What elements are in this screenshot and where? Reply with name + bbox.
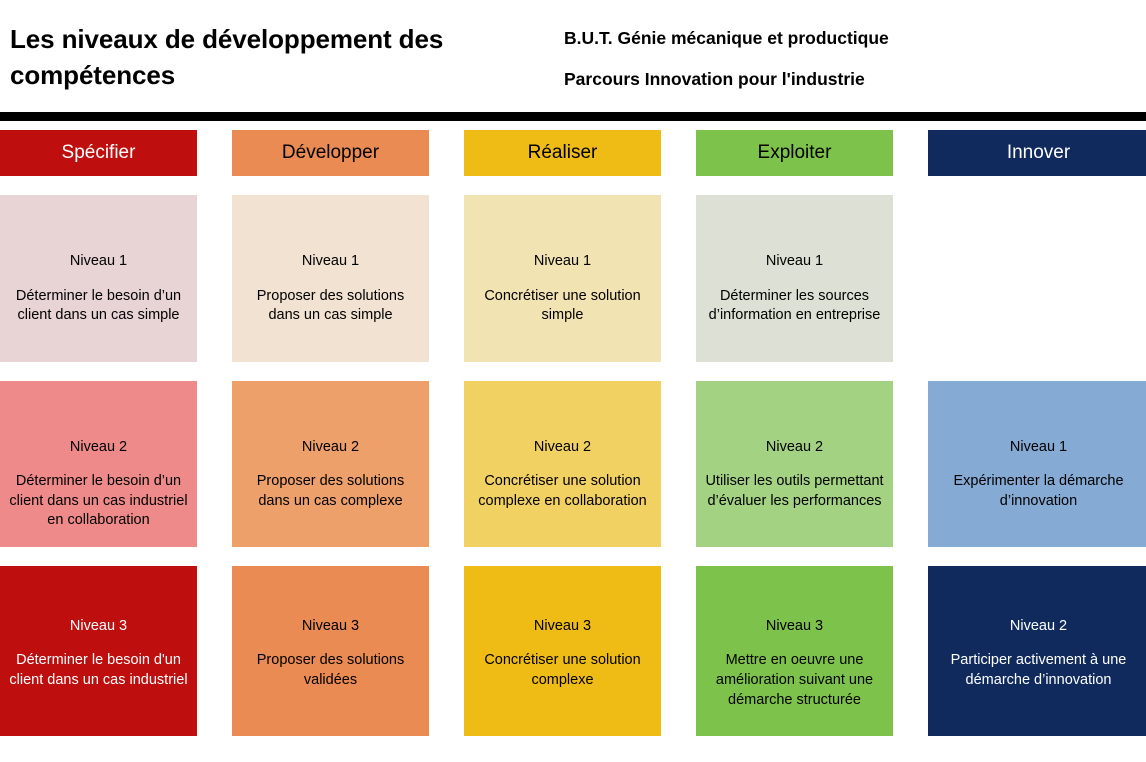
cell-level-label: Niveau 1 [533, 253, 592, 270]
cell-description: Déterminer le besoin d'un client dans un… [9, 652, 188, 688]
competency-cell-realiser-row1[interactable]: Niveau 1 Concrétiser une solution simple [464, 195, 661, 362]
cell-level-label: Niveau 1 [301, 253, 360, 270]
cell-level-label: Niveau 1 [1009, 438, 1068, 455]
competency-cell-innover-row3[interactable]: Niveau 2 Participer activement à une déma… [928, 565, 1146, 736]
cell-level-label: Niveau 3 [301, 617, 360, 634]
cell-level-label: Niveau 2 [765, 438, 824, 455]
cell-level-label: Niveau 3 [765, 617, 824, 634]
cell-description: Déterminer les sources d’information en … [708, 287, 881, 324]
competency-cell-exploiter-row2[interactable]: Niveau 2 Utiliser les outils permettant d… [696, 380, 893, 547]
column-header-innover[interactable]: Innover [928, 130, 1146, 177]
cell-description: Proposer des solutions dans un cas compl… [256, 473, 405, 509]
competency-cell-innover-row2[interactable]: Niveau 1 Expérimenter la démarche d’innov… [928, 380, 1146, 547]
cell-level-label: Niveau 2 [533, 438, 592, 455]
cell-description: Déterminer le besoin d’un client dans un… [9, 473, 188, 529]
cell-level-label: Niveau 3 [533, 617, 592, 634]
page-title: Les niveaux de développement des compéte… [10, 24, 444, 90]
column-header-realiser[interactable]: Réaliser [464, 130, 661, 177]
cell-level-label: Niveau 2 [69, 438, 128, 455]
cell-level-label: Niveau 1 [765, 253, 824, 270]
competency-cell-specifier-row2[interactable]: Niveau 2 Déterminer le besoin d’un client… [0, 380, 197, 547]
cell-level-label: Niveau 1 [69, 253, 128, 270]
subtitle-program: B.U.T. Génie mécanique et productique [564, 28, 889, 48]
cell-description: Utiliser les outils permettant d’évaluer… [705, 473, 884, 509]
column-header-developper[interactable]: Développer [232, 130, 429, 177]
competency-cell-specifier-row3[interactable]: Niveau 3 Déterminer le besoin d'un client… [0, 565, 197, 736]
cell-level-label: Niveau 2 [1009, 617, 1068, 634]
cell-description: Participer activement à une démarche d’i… [950, 652, 1127, 688]
competency-cell-realiser-row2[interactable]: Niveau 2 Concrétiser une solution complex… [464, 380, 661, 547]
column-header-exploiter[interactable]: Exploiter [696, 130, 893, 177]
competency-cell-developper-row1[interactable]: Niveau 1 Proposer des solutions dans un c… [232, 195, 429, 362]
cell-level-label: Niveau 2 [301, 438, 360, 455]
subtitle-block: B.U.T. Génie mécanique et productique Pa… [564, 28, 1124, 90]
subtitle-track: Parcours Innovation pour l'industrie [564, 69, 865, 89]
cell-description: Proposer des solutions dans un cas simpl… [256, 287, 405, 324]
column-header-specifier[interactable]: Spécifier [0, 130, 197, 177]
competency-cell-developper-row3[interactable]: Niveau 3 Proposer des solutions validées [232, 565, 429, 736]
cell-description: Concrétiser une solution simple [484, 287, 641, 324]
cell-description: Expérimenter la démarche d’innovation [953, 473, 1124, 509]
header-divider-bar [0, 112, 1146, 121]
competency-cell-realiser-row3[interactable]: Niveau 3 Concrétiser une solution complex… [464, 565, 661, 736]
cell-description: Proposer des solutions validées [256, 652, 405, 688]
cell-description: Concrétiser une solution complexe [484, 652, 641, 688]
cell-level-label: Niveau 3 [69, 617, 128, 634]
cell-description: Mettre en oeuvre une amélioration suivan… [715, 652, 874, 708]
competency-cell-developper-row2[interactable]: Niveau 2 Proposer des solutions dans un c… [232, 380, 429, 547]
competency-cell-specifier-row1[interactable]: Niveau 1 Déterminer le besoin d’un client… [0, 195, 197, 362]
competency-cell-empty-innover [928, 195, 1146, 361]
competency-cell-exploiter-row1[interactable]: Niveau 1 Déterminer les sources d’informa… [696, 195, 893, 362]
cell-description: Concrétiser une solution complexe en col… [478, 473, 647, 509]
cell-description: Déterminer le besoin d’un client dans un… [15, 287, 182, 324]
slide-header: Les niveaux de développement des compéte… [0, 0, 1146, 112]
competency-cell-exploiter-row3[interactable]: Niveau 3 Mettre en oeuvre une amélioratio… [696, 565, 893, 736]
